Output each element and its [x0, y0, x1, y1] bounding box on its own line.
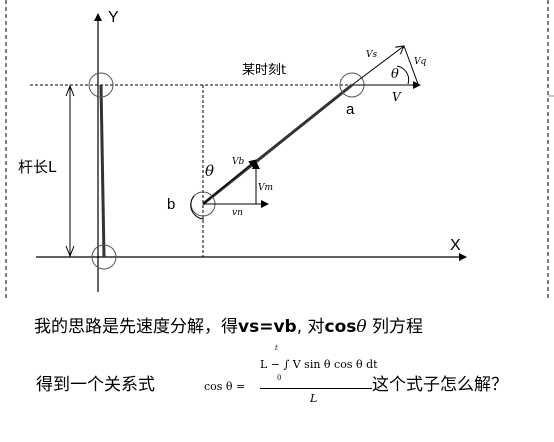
vq-label: Vq — [414, 57, 426, 67]
description-equation: vs=vb — [238, 317, 297, 337]
vb-arrow — [202, 159, 257, 205]
description-theta: θ — [356, 317, 367, 337]
integral-lower-limit: 0 — [277, 374, 282, 382]
vs-label: Vs — [366, 50, 377, 60]
y-axis-label: Y — [108, 9, 119, 26]
description-suffix: 列方程 — [366, 317, 424, 337]
formula-lhs: cos θ = — [204, 380, 246, 393]
theta-b-arc — [190, 195, 205, 220]
vertical-rod — [99, 84, 106, 258]
fraction-bar — [260, 388, 372, 389]
vn-label: vn — [232, 208, 243, 218]
result-suffix: 这个式子怎么解？ — [372, 375, 508, 395]
bottom-left-ring — [91, 244, 117, 270]
top-left-ring — [88, 72, 114, 98]
formula-numerator: L − ∫ V sin θ cos θ dt — [260, 358, 378, 371]
description-mid: , 对 — [296, 317, 325, 337]
rod-length-label: 杆长L — [18, 158, 57, 176]
vq-line — [403, 45, 419, 85]
vs-arrow — [351, 46, 404, 86]
point-b-label: b — [167, 196, 175, 213]
description-line: 我的思路是先速度分解，得vs=vb, 对cosθ 列方程 — [34, 316, 423, 338]
formula-denominator: L — [310, 392, 318, 405]
description-prefix: 我的思路是先速度分解，得 — [34, 317, 238, 337]
theta-b-label: θ — [205, 162, 214, 180]
theta-a-label: θ — [391, 67, 399, 82]
result-prefix: 得到一个关系式 — [36, 375, 155, 395]
integral-upper-limit: t — [275, 344, 278, 352]
vm-label: Vm — [258, 183, 273, 193]
point-a-label: a — [346, 101, 355, 118]
description-cos: cos — [324, 317, 357, 337]
formula-fraction: L − ∫ V sin θ cos θ dt L — [260, 352, 378, 422]
moment-label: 某时刻t — [242, 63, 286, 78]
v-label: V — [392, 90, 402, 104]
length-arrow-top — [65, 84, 75, 97]
vb-label: Vb — [232, 157, 244, 167]
theta-a-arc — [396, 65, 410, 85]
inclined-rod — [202, 83, 353, 206]
result-row: 得到一个关系式 cos θ = t 0 L − ∫ V sin θ cos θ … — [36, 344, 554, 432]
x-axis-label: X — [450, 237, 461, 254]
length-arrow-bottom — [65, 245, 75, 258]
kinematics-diagram: Y X 杆长L 某时刻t a b θ Vb Vm vn θ Vs Vq V — [5, 0, 554, 300]
